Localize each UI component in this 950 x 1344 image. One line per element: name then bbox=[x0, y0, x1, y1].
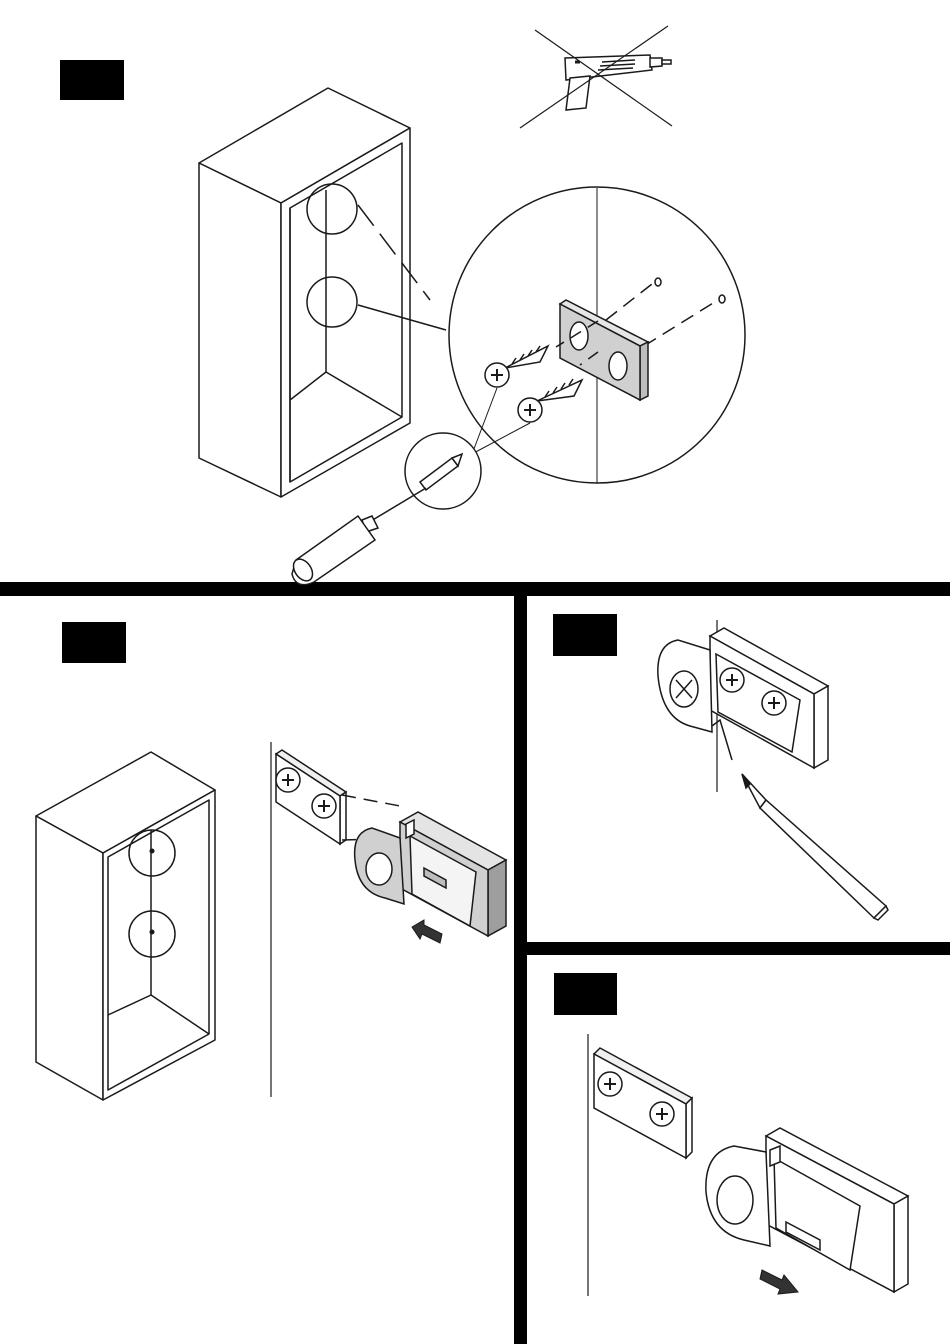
arrow-icon bbox=[412, 920, 442, 943]
arrow-icon bbox=[760, 1270, 798, 1294]
step-2-badge bbox=[62, 622, 126, 663]
bracket-step-4 bbox=[706, 1128, 908, 1292]
zoom-circle-step-1 bbox=[449, 187, 745, 483]
bracket-step-2 bbox=[355, 812, 506, 936]
mounting-plate-step-4 bbox=[594, 1048, 692, 1158]
cabinet-step-1 bbox=[199, 88, 446, 497]
step-4-badge bbox=[554, 973, 617, 1015]
divider-horizontal-right bbox=[527, 942, 950, 955]
step-1 bbox=[60, 26, 745, 585]
step-2 bbox=[36, 622, 506, 1100]
step-1-badge bbox=[60, 60, 124, 100]
step-3 bbox=[553, 614, 888, 920]
no-power-drill-icon bbox=[520, 26, 672, 128]
divider-horizontal-main bbox=[0, 582, 950, 596]
bracket-on-plate-step-3 bbox=[658, 628, 828, 768]
divider-vertical bbox=[514, 596, 527, 1344]
cabinet-step-2 bbox=[36, 752, 215, 1100]
mounting-plate-step-2 bbox=[276, 750, 420, 844]
pencil-icon bbox=[742, 774, 888, 920]
step-3-badge bbox=[553, 614, 617, 656]
step-4 bbox=[554, 973, 908, 1296]
